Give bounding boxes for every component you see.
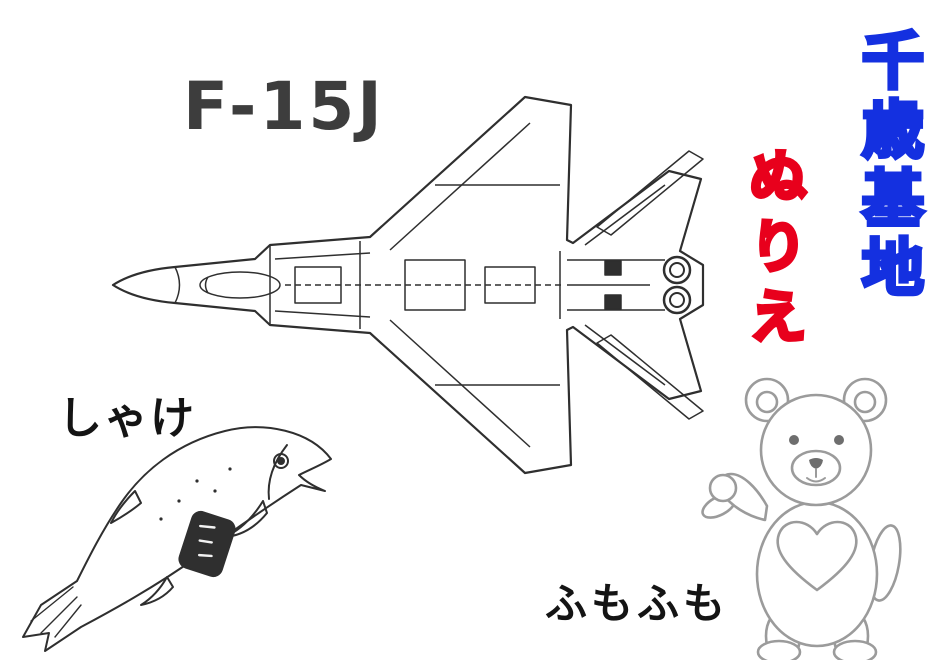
teddy-bear-drawing xyxy=(695,358,930,660)
salmon-line-art xyxy=(22,426,332,652)
nurie-vertical-label: ぬりえ xyxy=(737,144,809,358)
teddy-bear-line-art xyxy=(701,377,902,660)
f15j-line-art xyxy=(111,95,705,475)
bear-label: ふもふも xyxy=(545,579,730,628)
salmon-label: しゃけ xyxy=(58,393,196,444)
title-label: F-15J xyxy=(183,68,385,145)
base-name-vertical-label: 千歳基地 xyxy=(849,26,926,306)
f15j-drawing xyxy=(105,55,705,485)
salmon-drawing xyxy=(15,415,355,660)
